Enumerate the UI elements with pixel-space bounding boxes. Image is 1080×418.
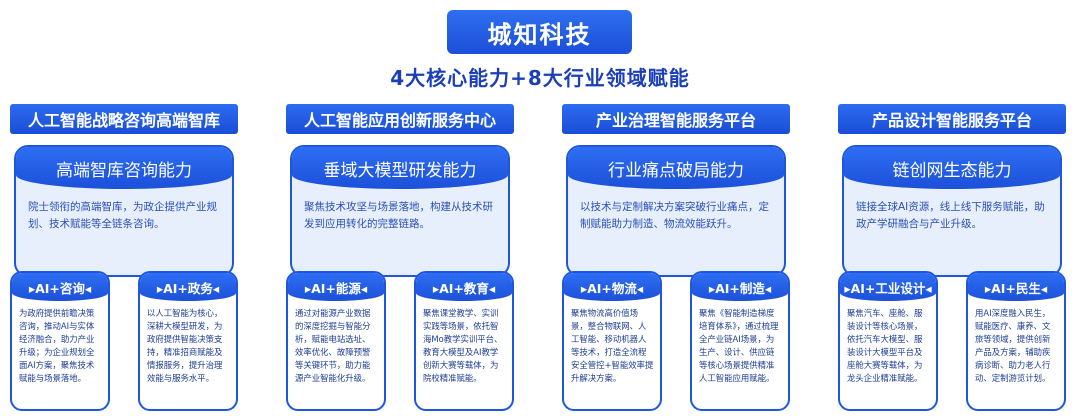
column-product-design: 产品设计智能服务平台 链创网生态能力 链接全球AI资源，线上线下服务赋能，助政产… bbox=[838, 104, 1066, 416]
sub-card-title: ▸AI+能源◂ bbox=[288, 273, 384, 301]
capability-card: 垂域大模型研发能力 聚焦技术攻坚与场景落地，构建从技术研发到应用转化的完整链路。 bbox=[290, 145, 510, 277]
capability-description: 链接全球AI资源，线上线下服务赋能，助政产学研融合与产业升级。 bbox=[856, 201, 1045, 230]
sub-card-text: 为政府提供前瞻决策咨询，推动AI与实体经济融合，助力产业升级；为企业规划全面AI… bbox=[19, 308, 95, 383]
sub-card-text: 聚焦物流高价值场景，整合物联网、人工智能、移动机器人等技术，打造全流程安全管控+… bbox=[571, 308, 654, 383]
sub-card-ai-education: ▸AI+教育◂ 聚焦课堂教学、实训实践等场景，依托智海Mo教学实训平台、教育大模… bbox=[414, 271, 514, 411]
sub-card-text: 用AI深度融入民生，赋能医疗、康养、文旅等领域，提供创新产品及方案，辅助疾病诊断… bbox=[975, 308, 1051, 383]
page-subtitle: 4大核心能力+8大行业领域赋能 bbox=[390, 66, 690, 90]
capability-card: 链创网生态能力 链接全球AI资源，线上线下服务赋能，助政产学研融合与产业升级。 bbox=[842, 145, 1062, 277]
sub-card-text: 聚焦课堂教学、实训实践等场景，依托智海Mo教学实训平台、教育大模型及AI教学创新… bbox=[423, 308, 503, 383]
capability-title: 链创网生态能力 bbox=[844, 147, 1060, 189]
capability-card: 行业痛点破局能力 以技术与定制解决方案突破行业痛点，定制赋能助力制造、物流效能跃… bbox=[566, 145, 786, 277]
sub-card-title: ▸AI+咨询◂ bbox=[12, 273, 108, 301]
column-industry-governance: 产业治理智能服务平台 行业痛点破局能力 以技术与定制解决方案突破行业痛点，定制赋… bbox=[562, 104, 790, 416]
sub-card-title: ▸AI+工业设计◂ bbox=[840, 273, 936, 301]
sub-card-ai-livelihood: ▸AI+民生◂ 用AI深度融入民生，赋能医疗、康养、文旅等领域，提供创新产品及方… bbox=[966, 271, 1066, 411]
sub-card-ai-consulting: ▸AI+咨询◂ 为政府提供前瞻决策咨询，推动AI与实体经济融合，助力产业升级；为… bbox=[10, 271, 110, 411]
capability-description: 以技术与定制解决方案突破行业痛点，定制赋能助力制造、物流效能跃升。 bbox=[580, 201, 769, 230]
sub-card-text: 以人工智能为核心，深耕大模型研发，为政府提供智能决策支持，精准招商赋能及情报服务… bbox=[147, 308, 223, 383]
column-strategy-consulting: 人工智能战略咨询高端智库 高端智库咨询能力 院士领衔的高端智库，为政企提供产业规… bbox=[10, 104, 238, 416]
sub-card-title: ▸AI+教育◂ bbox=[416, 273, 512, 301]
sub-card-ai-energy: ▸AI+能源◂ 通过对能源产业数据的深度挖掘与智能分析，赋能电站选址、效率优化、… bbox=[286, 271, 386, 411]
capability-title: 垂域大模型研发能力 bbox=[292, 147, 508, 189]
sub-card-title: ▸AI+民生◂ bbox=[968, 273, 1064, 301]
capability-title: 高端智库咨询能力 bbox=[16, 147, 232, 189]
sub-card-ai-government: ▸AI+政务◂ 以人工智能为核心，深耕大模型研发，为政府提供智能决策支持，精准招… bbox=[138, 271, 238, 411]
sub-card-ai-manufacturing: ▸AI+制造◂ 聚焦《智能制造梯度培育体系》，通过梳理全产业链AI场景，为生产、… bbox=[690, 271, 790, 411]
sub-card-ai-industrial-design: ▸AI+工业设计◂ 聚焦汽车、座舱、服装设计等核心场景，依托汽车大模型、服装设计… bbox=[838, 271, 938, 411]
category-header: 人工智能应用创新服务中心 bbox=[286, 104, 514, 134]
page-title: 城知科技 bbox=[447, 10, 632, 54]
category-header: 产业治理智能服务平台 bbox=[562, 104, 790, 134]
capability-card: 高端智库咨询能力 院士领衔的高端智库，为政企提供产业规划、技术赋能等全链条咨询。 bbox=[14, 145, 234, 277]
sub-card-text: 聚焦汽车、座舱、服装设计等核心场景，依托汽车大模型、服装设计大模型平台及座舱大赛… bbox=[847, 308, 923, 383]
sub-card-text: 通过对能源产业数据的深度挖掘与智能分析，赋能电站选址、效率优化、故障预警等关键环… bbox=[295, 308, 371, 383]
category-header: 人工智能战略咨询高端智库 bbox=[10, 104, 238, 134]
column-application-innovation: 人工智能应用创新服务中心 垂域大模型研发能力 聚焦技术攻坚与场景落地，构建从技术… bbox=[286, 104, 514, 416]
sub-card-title: ▸AI+物流◂ bbox=[564, 273, 660, 301]
sub-card-text: 聚焦《智能制造梯度培育体系》，通过梳理全产业链AI场景，为生产、设计、供应链等核… bbox=[699, 308, 779, 383]
capability-title: 行业痛点破局能力 bbox=[568, 147, 784, 189]
category-header: 产品设计智能服务平台 bbox=[838, 104, 1066, 134]
sub-card-title: ▸AI+制造◂ bbox=[692, 273, 788, 301]
capability-description: 院士领衔的高端智库，为政企提供产业规划、技术赋能等全链条咨询。 bbox=[28, 201, 217, 230]
sub-card-title: ▸AI+政务◂ bbox=[140, 273, 236, 301]
capability-description: 聚焦技术攻坚与场景落地，构建从技术研发到应用转化的完整链路。 bbox=[304, 201, 493, 230]
sub-card-ai-logistics: ▸AI+物流◂ 聚焦物流高价值场景，整合物联网、人工智能、移动机器人等技术，打造… bbox=[562, 271, 662, 411]
